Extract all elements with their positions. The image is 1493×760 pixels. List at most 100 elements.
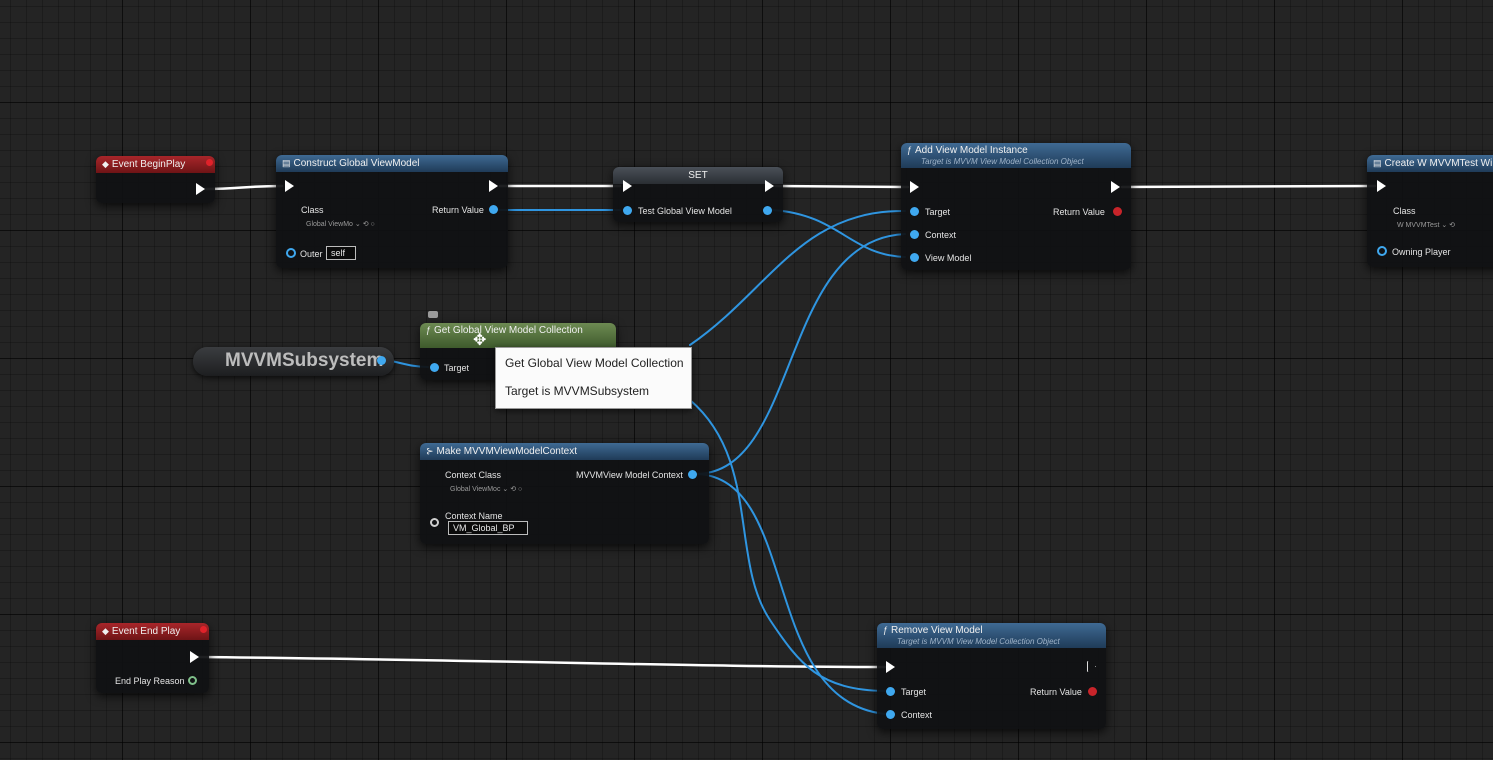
return-value-pin[interactable]	[1088, 687, 1097, 696]
target-pin[interactable]	[430, 363, 439, 372]
class-label: Class	[301, 205, 324, 215]
node-header: ▤Construct Global ViewModel	[276, 155, 508, 172]
event-begin-play-node[interactable]: ◆Event BeginPlay	[96, 156, 215, 203]
node-subtitle: Target is MVVM View Model Collection Obj…	[921, 157, 1084, 166]
function-icon: ƒ	[907, 145, 913, 155]
node-title: Get Global View Model Collection	[434, 325, 583, 336]
object-wire	[772, 209, 906, 258]
construct-global-viewmodel-node[interactable]: ▤Construct Global ViewModel Class Global…	[276, 155, 508, 268]
node-header: ▤Create W MVVMTest Wi	[1367, 155, 1493, 172]
owning-player-pin[interactable]	[1377, 246, 1387, 256]
exec-out-pin[interactable]	[765, 180, 774, 192]
event-diamond-icon: ◆	[102, 626, 109, 636]
create-widget-node[interactable]: ▤Create W MVVMTest Wi Class W MVVMTest ⌄…	[1367, 155, 1493, 267]
output-label: MVVMView Model Context	[576, 470, 683, 480]
context-label: Context	[925, 230, 957, 240]
return-value-pin[interactable]	[489, 205, 498, 214]
class-dropdown[interactable]: Global ViewMo ⌄ ⟲ ○	[306, 221, 375, 228]
node-subtitle: Target is MVVM View Model Collection Obj…	[897, 637, 1060, 646]
context-class-label: Context Class	[445, 470, 502, 480]
outer-field[interactable]: self	[326, 246, 356, 260]
exec-in-pin[interactable]	[1377, 180, 1386, 192]
output-pin[interactable]	[377, 356, 386, 365]
target-pin[interactable]	[910, 207, 919, 216]
tooltip-subtitle: Target is MVVMSubsystem	[505, 384, 650, 398]
mvvm-subsystem-variable[interactable]: MVVMSubsystem	[193, 347, 394, 376]
target-label: Target	[444, 363, 470, 373]
context-name-field[interactable]: VM_Global_BP	[448, 521, 528, 535]
class-dropdown-value: W MVVMTest	[1397, 222, 1440, 229]
object-wire	[689, 209, 906, 346]
exec-wire	[1120, 184, 1377, 189]
view-model-pin[interactable]	[910, 253, 919, 262]
exec-out-pin[interactable]	[196, 183, 205, 195]
target-pin[interactable]	[886, 687, 895, 696]
view-model-label: View Model	[925, 253, 972, 263]
context-label: Context	[901, 710, 933, 720]
event-end-play-node[interactable]: ◆Event End Play End Play Reason	[96, 623, 209, 693]
exec-out-pin[interactable]	[1087, 661, 1096, 672]
object-wire	[697, 473, 886, 715]
context-pin[interactable]	[910, 230, 919, 239]
exec-in-pin[interactable]	[623, 180, 632, 192]
object-wire	[689, 399, 886, 692]
construct-icon: ▤	[282, 158, 291, 168]
return-value-label: Return Value	[1030, 687, 1082, 697]
class-dropdown[interactable]: W MVVMTest ⌄ ⟲	[1397, 222, 1456, 229]
target-label: Target	[925, 207, 951, 217]
node-header: ◆Event End Play	[96, 623, 209, 640]
exec-out-pin[interactable]	[1111, 181, 1120, 193]
end-play-reason-pin[interactable]	[188, 676, 197, 685]
context-class-dropdown[interactable]: Global ViewMoc ⌄ ⟲ ○	[450, 486, 523, 493]
context-name-pin[interactable]	[430, 518, 439, 527]
move-cursor-icon: ✥	[473, 332, 487, 349]
class-dropdown-value: Global ViewMo	[306, 221, 353, 228]
node-title: SET	[688, 170, 708, 181]
output-pin[interactable]	[763, 206, 772, 215]
node-title: Event BeginPlay	[111, 159, 186, 170]
set-node[interactable]: SET Test Global View Model	[613, 167, 783, 222]
exec-in-pin[interactable]	[285, 180, 294, 192]
pin-label: Test Global View Model	[638, 206, 732, 216]
node-title: Make MVVMViewModelContext	[436, 446, 577, 457]
context-name-label: Context Name	[445, 511, 503, 521]
node-header: SET	[613, 167, 783, 184]
input-pin[interactable]	[623, 206, 632, 215]
function-icon: ƒ	[426, 325, 432, 335]
exec-in-pin[interactable]	[886, 661, 895, 673]
context-output-pin[interactable]	[688, 470, 697, 479]
variable-label: MVVMSubsystem	[225, 350, 384, 371]
exec-wire	[203, 184, 284, 191]
context-pin[interactable]	[886, 710, 895, 719]
node-title: Event End Play	[111, 626, 181, 637]
chevron-down-icon: ⌄	[354, 221, 361, 228]
node-header: ⊱Make MVVMViewModelContext	[420, 443, 709, 460]
node-header: ◆Event BeginPlay	[96, 156, 215, 173]
class-dropdown-value: Global ViewMoc	[450, 486, 501, 493]
chevron-down-icon: ⌄	[1441, 222, 1448, 229]
event-diamond-icon: ◆	[102, 159, 109, 169]
make-struct-icon: ⊱	[426, 446, 434, 456]
exec-in-pin[interactable]	[910, 181, 919, 193]
exec-wire	[196, 655, 887, 669]
tooltip-title: Get Global View Model Collection	[505, 356, 684, 370]
delegate-pin[interactable]	[206, 159, 213, 166]
return-value-label: Return Value	[1053, 207, 1105, 217]
exec-out-pin[interactable]	[190, 651, 199, 663]
return-value-label: Return Value	[432, 205, 484, 215]
class-label: Class	[1393, 206, 1416, 216]
node-title: Construct Global ViewModel	[293, 158, 420, 169]
make-mvvm-view-model-context-node[interactable]: ⊱Make MVVMViewModelContext Context Class…	[420, 443, 709, 544]
comment-bubble-icon[interactable]	[428, 311, 438, 318]
exec-out-pin[interactable]	[489, 180, 498, 192]
object-wire	[697, 233, 906, 475]
outer-pin[interactable]	[286, 248, 296, 258]
return-value-pin[interactable]	[1113, 207, 1122, 216]
delegate-pin[interactable]	[200, 626, 207, 633]
